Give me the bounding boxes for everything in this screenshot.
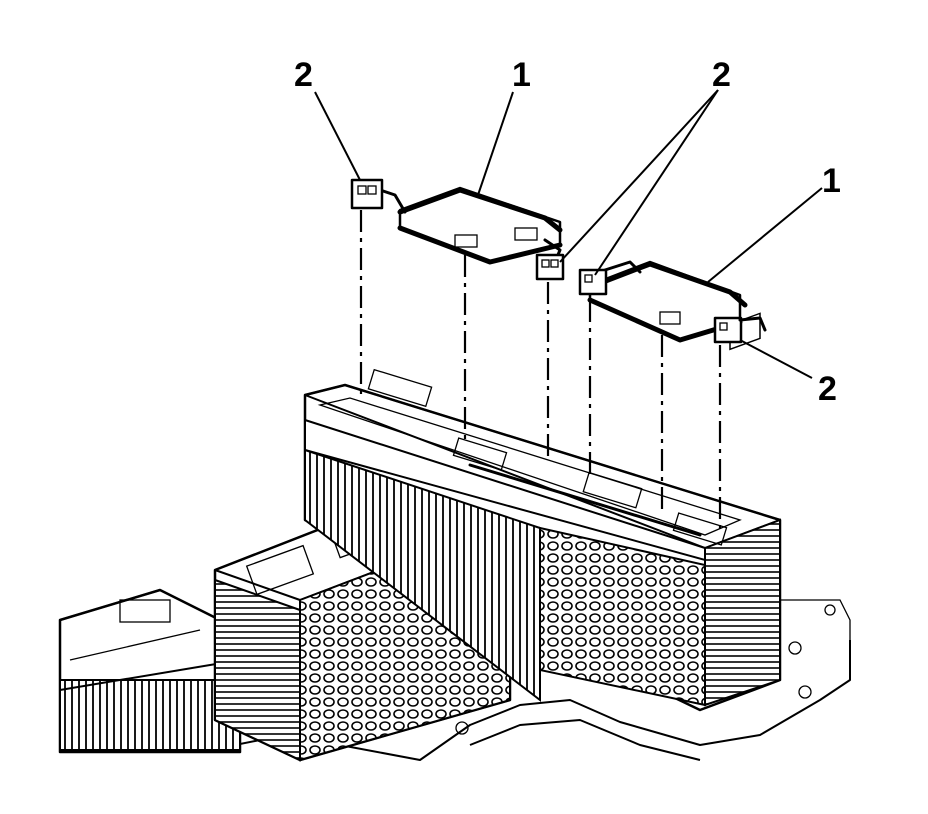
callout-label-module-1: 1 bbox=[512, 56, 531, 94]
alignment-lines bbox=[359, 210, 722, 530]
control-module-left bbox=[378, 186, 563, 265]
harness-connector-1 bbox=[350, 178, 384, 210]
battery-module-upper bbox=[303, 312, 782, 712]
harness-connector-3 bbox=[578, 268, 608, 296]
callout-label-connector-3: 2 bbox=[818, 370, 837, 408]
callout-label-connector-2: 2 bbox=[712, 56, 731, 94]
callout-label-connector-1: 2 bbox=[294, 56, 313, 94]
harness-connector-2 bbox=[535, 253, 565, 281]
harness-connector-4 bbox=[713, 316, 767, 344]
callout-label-module-2: 1 bbox=[822, 162, 841, 200]
battery-module-lower-left bbox=[58, 588, 242, 754]
callout-leaders bbox=[314, 89, 823, 379]
